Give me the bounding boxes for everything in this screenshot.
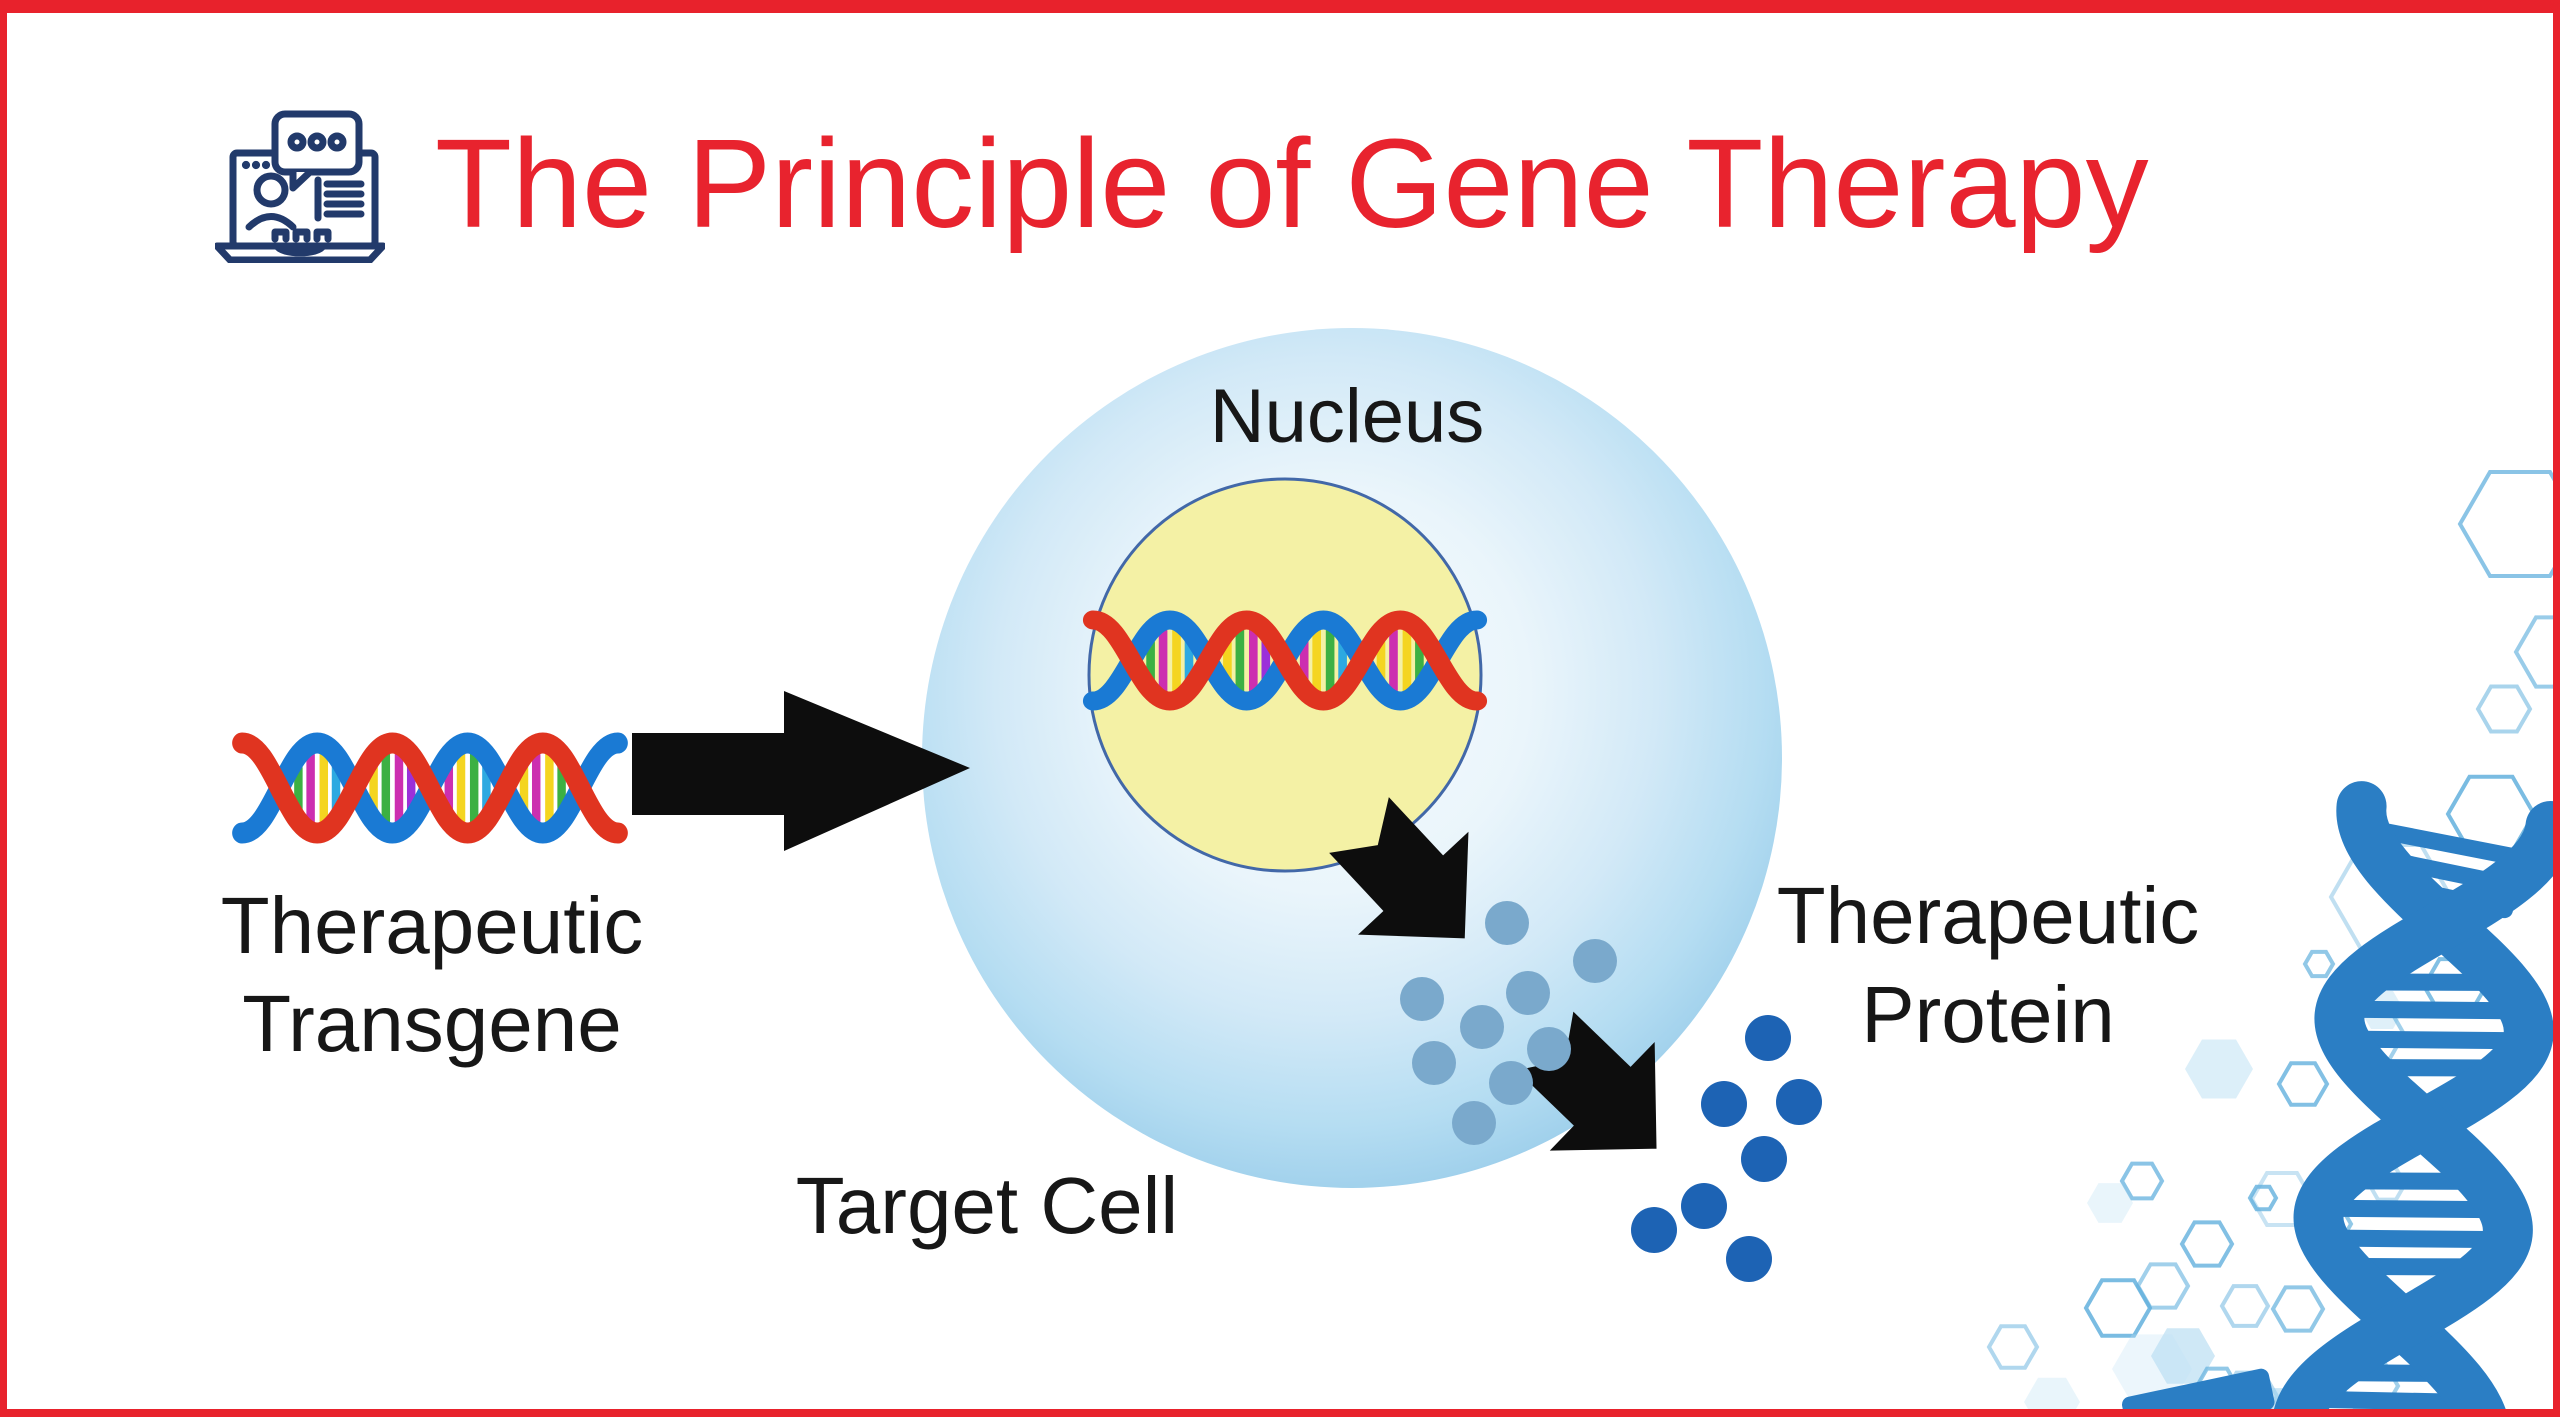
nucleus-label: Nucleus xyxy=(1209,374,1485,459)
transgene-dna-icon xyxy=(242,743,618,833)
protein-label-line1: Therapeutic xyxy=(1776,871,2200,960)
target-cell-label: Target Cell xyxy=(795,1161,1179,1250)
transgene-label-line2: Transgene xyxy=(242,979,622,1068)
diagram-graphics xyxy=(7,328,2553,1409)
webinar-laptop-icon xyxy=(215,110,385,263)
page-title: The Principle of Gene Therapy xyxy=(435,113,2149,254)
arrow-into-cell xyxy=(632,691,970,851)
transgene-label: Therapeutic Transgene xyxy=(221,877,643,1073)
protein-label: Therapeutic Protein xyxy=(1777,866,2199,1064)
dna-helix-decoration xyxy=(2122,781,2553,1409)
transgene-label-line1: Therapeutic xyxy=(220,881,644,970)
protein-dots-inside xyxy=(1400,901,1617,1145)
protein-label-line2: Protein xyxy=(1861,970,2115,1060)
protein-dots-outside xyxy=(1631,1015,1822,1282)
